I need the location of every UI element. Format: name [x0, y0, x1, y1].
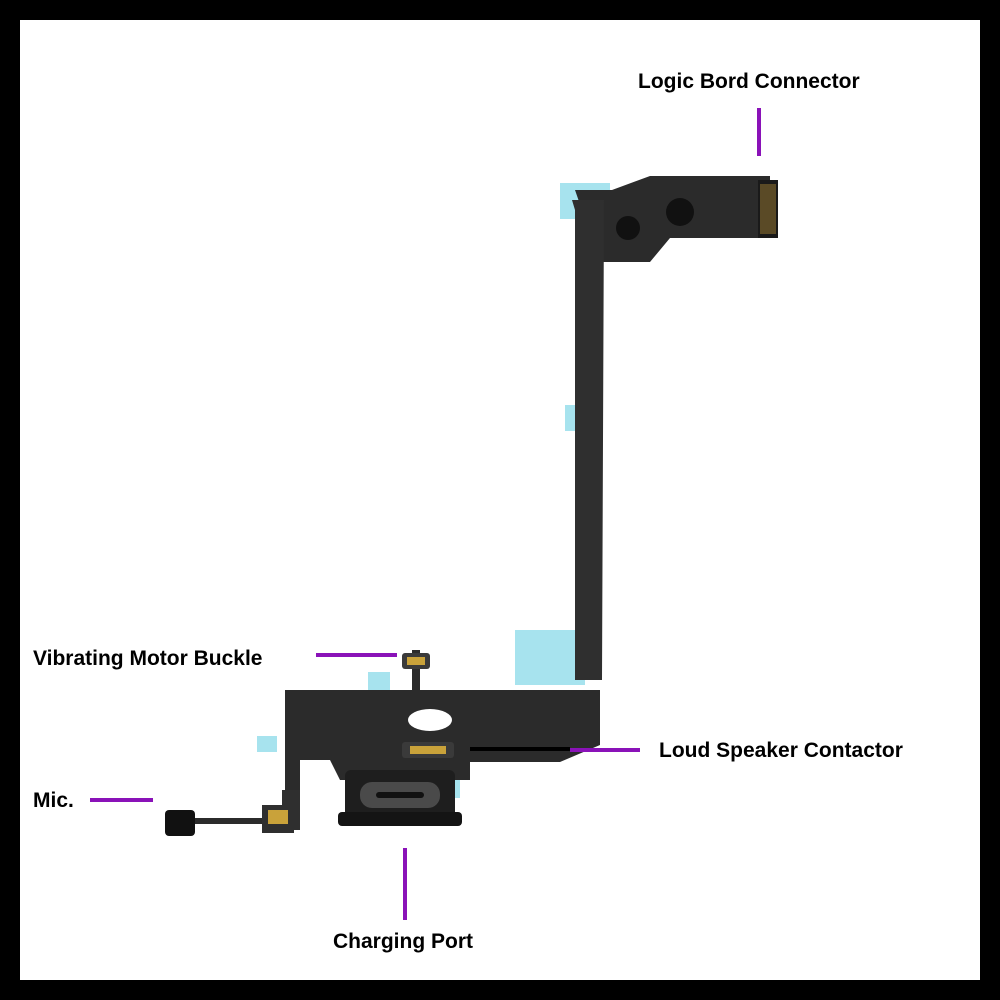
label-loud-speaker-contactor: Loud Speaker Contactor: [659, 739, 903, 762]
label-charging-port: Charging Port: [333, 930, 473, 953]
label-logic-board-connector: Logic Bord Connector: [638, 70, 860, 93]
flex-cable: [282, 176, 770, 830]
mic-part: [165, 805, 294, 836]
loud-speaker-contactor-part: [402, 742, 454, 758]
leader-lines: [90, 108, 761, 920]
label-vibrating-motor-buckle: Vibrating Motor Buckle: [33, 647, 263, 670]
charging-port-part: [338, 770, 462, 826]
logic-board-connector-part: [616, 180, 778, 240]
label-mic: Mic.: [33, 789, 74, 812]
